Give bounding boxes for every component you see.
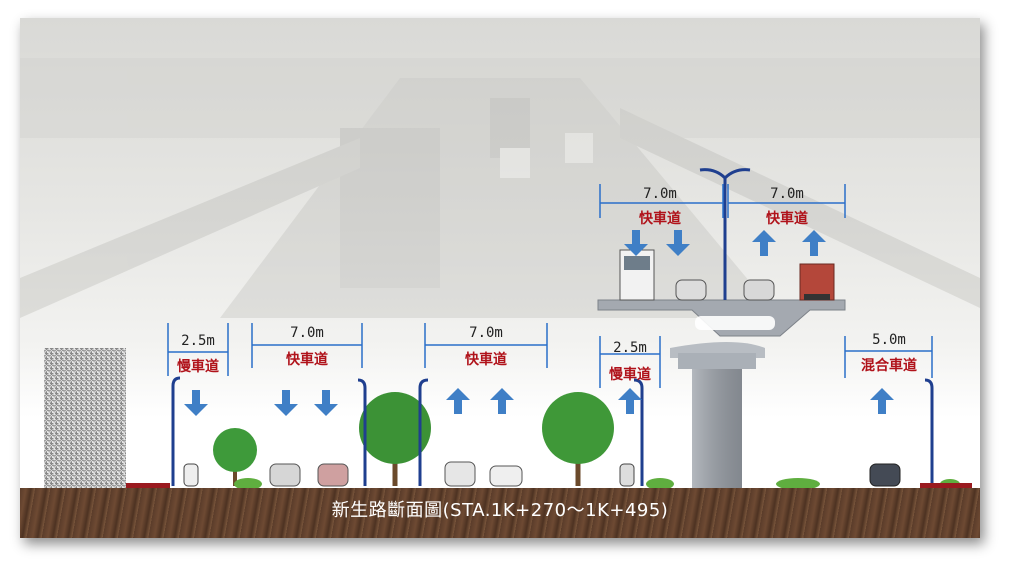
ground-lane-1-label: 慢車道: [177, 359, 219, 375]
diagram-title: 新生路斷面圖(STA.1K+270～1K+495): [331, 500, 669, 521]
ground-lane-3-label: 快車道: [465, 352, 507, 368]
dimension-lines: [167, 184, 933, 388]
elevated-left-width: 7.0m: [643, 186, 677, 202]
scene-svg: [20, 58, 980, 490]
ground-lane-5-label: 混合車道: [861, 358, 917, 374]
ground-lane-3-width: 7.0m: [469, 325, 503, 341]
ground-lane-2-label: 快車道: [286, 352, 328, 368]
ground-lane-4-width: 2.5m: [613, 340, 647, 356]
viaduct-light-pole: [699, 168, 751, 300]
viaduct: [597, 299, 846, 488]
ground-lane-2-width: 7.0m: [290, 325, 324, 341]
elevated-right-lane: 快車道: [766, 211, 808, 227]
ground-scene: [183, 392, 960, 490]
elevated-right-width: 7.0m: [770, 186, 804, 202]
ground-lane-1-width: 2.5m: [181, 333, 215, 349]
street-light-poles: [171, 376, 934, 486]
soil-strip: [20, 488, 980, 538]
cross-section-diagram: 新生路斷面圖(STA.1K+270～1K+495) 7.0m 快車道 7.0m …: [20, 18, 980, 538]
obscured-image-block: [44, 348, 126, 488]
curb-left: [126, 483, 170, 489]
elevated-left-lane: 快車道: [639, 211, 681, 227]
direction-arrows: [184, 230, 894, 416]
ground-lane-5-width: 5.0m: [872, 332, 906, 348]
background-scenery: [20, 58, 980, 318]
ground-lane-4-label: 慢車道: [609, 367, 651, 383]
elevated-vehicles: [619, 249, 835, 301]
curb-right: [920, 483, 972, 489]
